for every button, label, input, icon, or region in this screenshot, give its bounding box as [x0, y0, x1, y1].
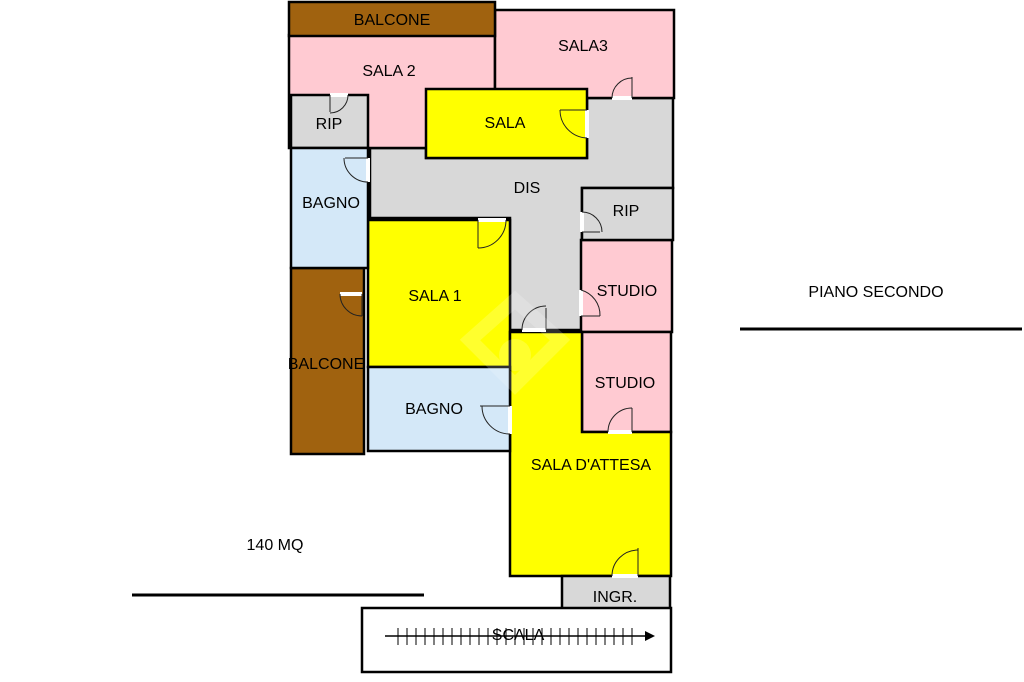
door-sala3[interactable]: [611, 77, 633, 100]
room-sala1[interactable]: [366, 218, 512, 369]
stair-arrow: [385, 628, 655, 645]
room-bagno-center[interactable]: [366, 365, 512, 453]
room-studio-bottom[interactable]: [580, 330, 673, 434]
door-rip-right[interactable]: [580, 211, 603, 233]
stair[interactable]: [360, 606, 673, 674]
label-bagno-left: BAGNO: [302, 195, 360, 212]
room-sala[interactable]: [424, 87, 589, 160]
label-sala3: SALA3: [558, 38, 608, 55]
label-sala-attesa: SALA D'ATTESA: [531, 457, 651, 474]
door-sala[interactable]: [559, 109, 589, 139]
label-sala1: SALA 1: [408, 288, 461, 305]
label-balcone-top: BALCONE: [354, 12, 430, 29]
room-bagno-left[interactable]: [289, 146, 370, 270]
door-dis-south[interactable]: [521, 305, 547, 332]
label-scala: SCALA: [492, 627, 545, 644]
room-balcone-left[interactable]: [289, 266, 366, 456]
label-studio-bottom: STUDIO: [595, 375, 655, 392]
door-bagno-center[interactable]: [480, 405, 512, 435]
label-sala2: SALA 2: [362, 63, 415, 80]
room-rip-right[interactable]: [580, 186, 675, 242]
label-bagno-center: BAGNO: [405, 401, 463, 418]
label-ingresso: INGR.: [593, 589, 637, 606]
room-balcone-top[interactable]: [287, 0, 497, 38]
room-sala-attesa[interactable]: [508, 330, 673, 578]
label-balcone-left: BALCONE: [288, 356, 364, 373]
label-studio-top: STUDIO: [597, 283, 657, 300]
door-rip-left[interactable]: [329, 93, 349, 114]
door-bagno-left[interactable]: [343, 157, 370, 183]
door-ingresso[interactable]: [611, 548, 639, 578]
floor-label: PIANO SECONDO: [808, 284, 943, 301]
label-rip-left: RIP: [316, 116, 343, 133]
room-studio-top[interactable]: [579, 238, 674, 334]
label-sala: SALA: [485, 115, 526, 132]
watermark-logo: [459, 290, 571, 395]
door-balcone-left[interactable]: [339, 292, 363, 317]
label-rip-right: RIP: [613, 203, 640, 220]
door-studio-bottom[interactable]: [607, 407, 633, 434]
label-dis: DIS: [514, 180, 541, 197]
door-sala1[interactable]: [477, 218, 507, 249]
area-label: 140 MQ: [247, 537, 304, 554]
door-studio-top[interactable]: [579, 289, 601, 317]
